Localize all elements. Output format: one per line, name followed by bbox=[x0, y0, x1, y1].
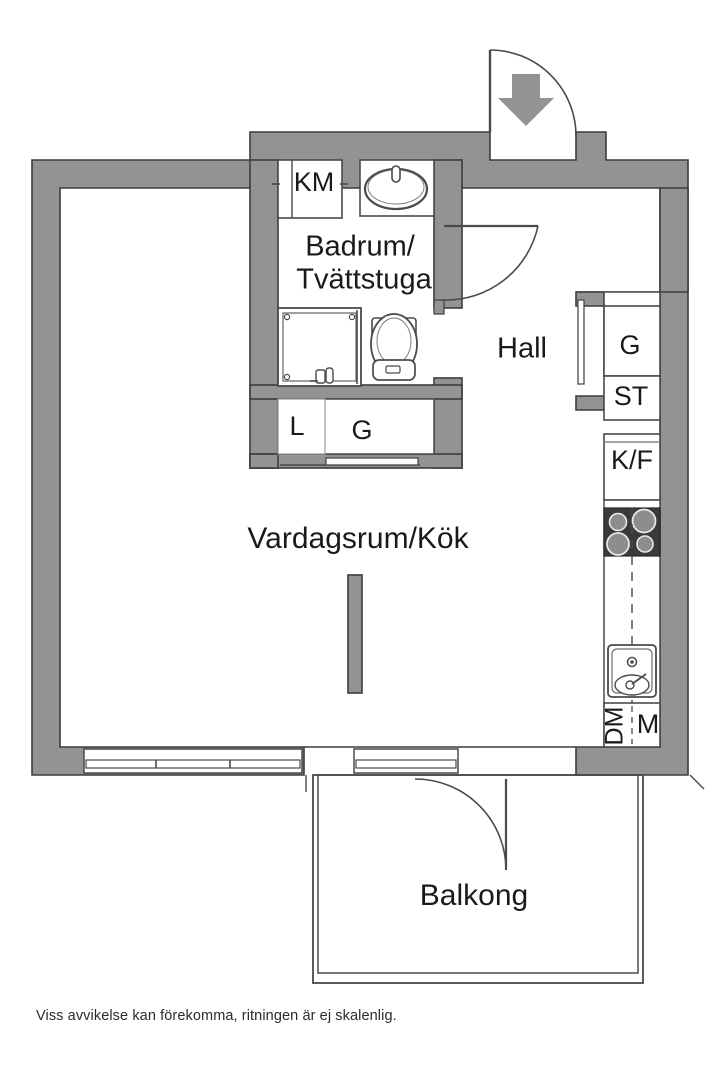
wall-structure bbox=[31, 131, 689, 776]
appliance-label-dm: DM bbox=[601, 707, 629, 746]
disclaimer-caption: Viss avvikelse kan förekomma, ritningen … bbox=[36, 1008, 397, 1024]
balcony-outline bbox=[312, 774, 644, 984]
toilet-fixture bbox=[370, 313, 418, 381]
appliance-label-laundry-g: G bbox=[351, 415, 372, 445]
washbasin-faucet-icon bbox=[391, 165, 401, 183]
room-label-vardagsrum: Vardagsrum/Kök bbox=[247, 522, 469, 555]
wall-jamb-bath-left bbox=[249, 453, 279, 469]
km-box bbox=[277, 159, 343, 219]
bathroom-fixtures bbox=[272, 159, 435, 466]
structural-column bbox=[347, 574, 363, 694]
appliance-labels: KM L G G ST K/F DM M bbox=[289, 167, 659, 745]
window-three-pane-glass bbox=[85, 759, 301, 769]
burner-top-left bbox=[608, 512, 628, 532]
bathroom-door-arc bbox=[443, 225, 539, 301]
appliance-label-laundry-l: L bbox=[289, 411, 304, 441]
storage-st-box bbox=[603, 375, 661, 421]
door-swings bbox=[414, 49, 577, 871]
appliance-label-m: M bbox=[637, 709, 660, 739]
shower-corner-bl bbox=[283, 373, 291, 381]
burner-bottom-right bbox=[636, 535, 654, 553]
kitchen-sink-double bbox=[607, 644, 657, 698]
window-one-pane-glass bbox=[355, 759, 457, 769]
appliance-label-wardrobe-g: G bbox=[619, 330, 640, 360]
room-label-badrum-line1: Badrum/ bbox=[305, 231, 416, 263]
closet-sliding-door[interactable] bbox=[577, 299, 585, 385]
laundry-l-box bbox=[277, 398, 326, 455]
balcony-door-arc bbox=[414, 778, 507, 871]
door-jamb-bath-top bbox=[433, 299, 445, 315]
appliance-label-km: KM bbox=[294, 167, 335, 197]
room-label-badrum-line2: Tvättstuga bbox=[296, 264, 432, 296]
appliance-label-kf: K/F bbox=[611, 445, 653, 475]
room-labels: Badrum/ Tvättstuga Hall Vardagsrum/Kök B… bbox=[247, 231, 547, 912]
room-label-hall: Hall bbox=[497, 333, 547, 365]
shower-mixer-icon bbox=[310, 367, 334, 384]
windows bbox=[83, 748, 459, 774]
appliance-label-st: ST bbox=[614, 381, 649, 411]
threshold-tick-right bbox=[689, 774, 705, 790]
kitchen-units bbox=[577, 291, 661, 748]
shower-corner-tl bbox=[283, 313, 291, 321]
wardrobe-g-body bbox=[603, 305, 661, 377]
shower-corner-tr bbox=[348, 313, 356, 321]
wall-bathroom-right bbox=[433, 159, 463, 309]
burner-bottom-left bbox=[606, 532, 630, 556]
wall-bathroom-mid bbox=[249, 384, 463, 400]
fridge-freezer-box bbox=[603, 433, 661, 501]
wall-kitchen-strip bbox=[576, 187, 689, 307]
entrance-door-arc bbox=[489, 49, 577, 137]
burner-top-right bbox=[631, 508, 657, 534]
entrance-arrow-icon bbox=[498, 74, 554, 126]
wall-right-notch-lower bbox=[575, 395, 605, 411]
room-label-balkong: Balkong bbox=[420, 879, 528, 912]
wall-bathroom-left bbox=[249, 159, 279, 469]
bath-threshold-bar bbox=[325, 457, 419, 466]
